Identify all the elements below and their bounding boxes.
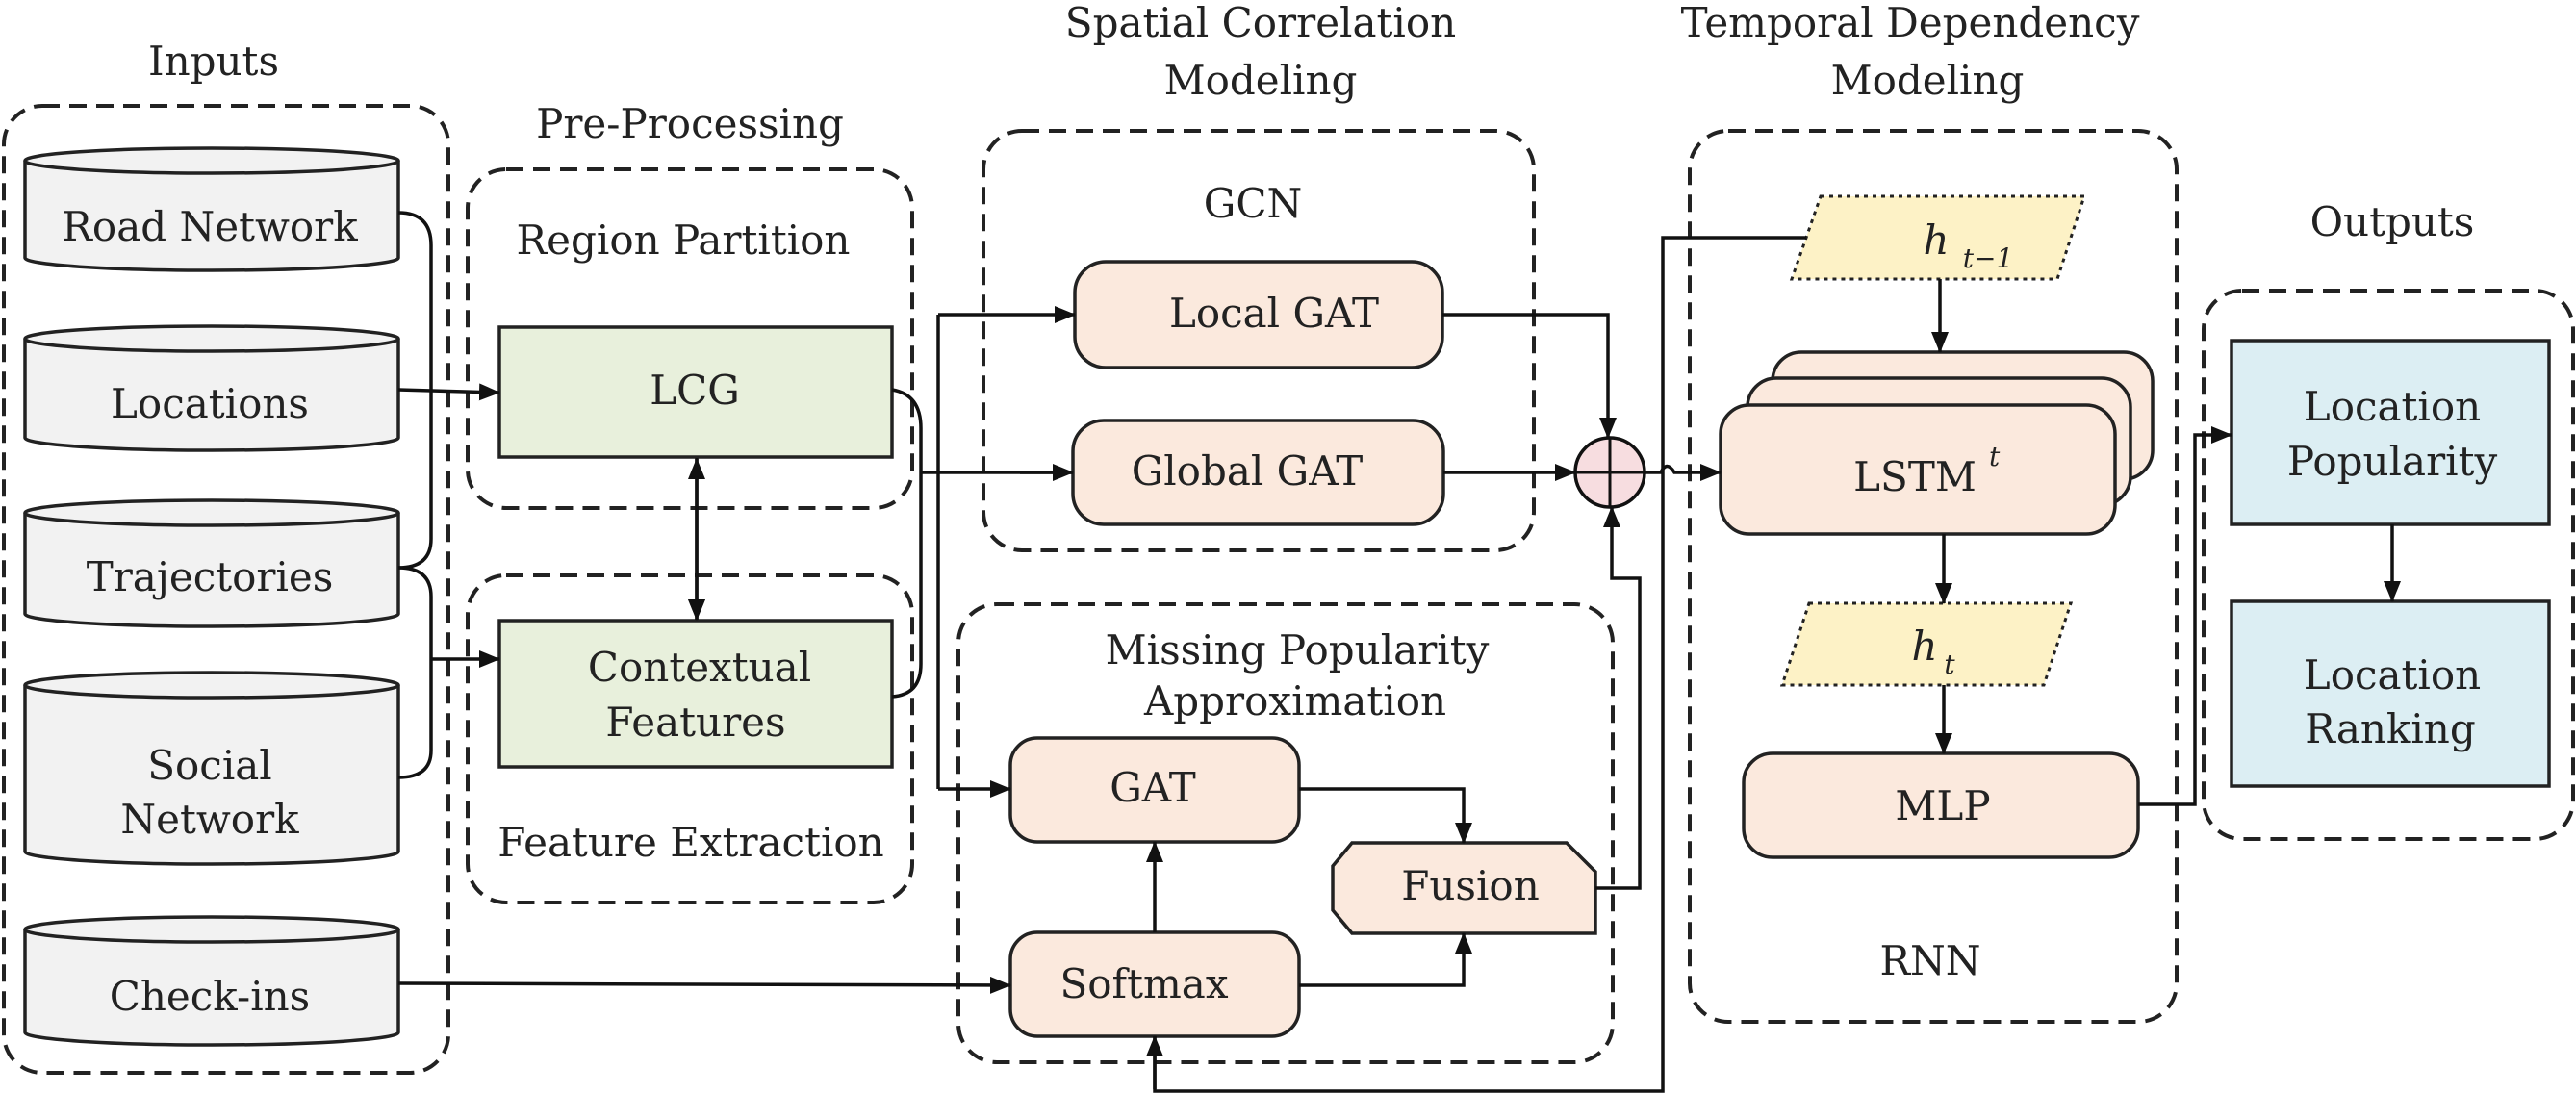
checkins-cylinder: Check-ins [23,915,400,1047]
arrow-softmax-to-fusion [1299,932,1472,987]
trajectories-cylinder: Trajectories [23,498,400,628]
h-t-label: h [1911,623,1937,670]
gcn-container [982,129,1536,552]
feature-extraction-container [466,573,914,904]
arrow-mlp-to-popularity [2138,426,2232,806]
social-network-label-line1: Social [147,742,272,789]
mlp-label: MLP [1895,782,1990,829]
h-t-subscript: t [1944,649,1955,680]
h-prev-label: h [1923,216,1949,264]
location-ranking-line1: Location [2304,651,2481,699]
arrow-fusion-to-sum [1595,506,1642,890]
lstm-label: LSTM [1853,453,1977,500]
location-popularity-box [2230,339,2551,526]
arrow-gat-to-fusion [1299,787,1472,844]
location-popularity-line1: Location [2304,383,2481,430]
road-network-cylinder: Road Network [23,146,400,272]
contextual-features-box [497,619,894,769]
spatial-title-line1: Spatial Correlation [1065,0,1456,46]
location-popularity-line2: Popularity [2287,438,2498,485]
inputs-container [2,104,450,1075]
preprocessing-title: Pre-Processing [536,100,844,147]
fusion-label: Fusion [1401,862,1540,909]
fusion-box [1331,841,1597,935]
lcg-label: LCG [650,367,740,414]
contextual-features-line2: Features [605,699,785,746]
arrow-checkins-to-softmax [397,976,1011,994]
gat-label: GAT [1109,764,1196,811]
region-partition-container [466,167,914,510]
spatial-title-line2: Modeling [1164,57,1358,104]
missing-popularity-line1: Missing Popularity [1106,626,1490,674]
arrow-local-gat-to-sum [1442,313,1617,439]
locations-cylinder: Locations [23,324,400,452]
arrow-sum-to-lstm [1645,464,1722,481]
social-network-label-line2: Network [120,796,299,843]
checkins-label: Check-ins [110,973,311,1020]
locations-label: Locations [111,380,309,427]
outputs-title: Outputs [2310,198,2475,245]
lstm-superscript: t [1989,441,2001,472]
h-prev-subscript: t−1 [1963,242,2014,274]
outputs-container [2202,289,2575,841]
inputs-title: Inputs [148,38,279,85]
sum-node [1573,436,1646,509]
lcg-box [497,325,894,459]
region-partition-label: Region Partition [517,216,851,264]
location-ranking-line2: Ranking [2305,705,2476,752]
h-prev-state: h t−1 [1789,194,2087,281]
gcn-label: GCN [1204,180,1302,227]
location-ranking-box [2230,599,2551,788]
temporal-title-line2: Modeling [1831,57,2025,104]
connector-trajectories-social [397,566,433,779]
feature-extraction-label: Feature Extraction [497,819,883,866]
global-gat-label: Global GAT [1132,447,1364,495]
missing-popularity-line2: Approximation [1143,677,1446,725]
road-network-label: Road Network [62,203,358,250]
contextual-features-line1: Contextual [588,644,811,691]
rnn-container [1688,129,2179,1024]
softmax-label: Softmax [1059,960,1228,1007]
rnn-label: RNN [1879,937,1980,984]
social-network-cylinder: Social Network [23,671,400,866]
arrow-locations-to-lcg [397,383,500,401]
h-t-state: h t [1779,601,2074,687]
temporal-title-line1: Temporal Dependency [1681,0,2140,46]
local-gat-label: Local GAT [1169,290,1379,337]
trajectories-label: Trajectories [87,553,334,600]
connector-lcg-contextual [891,388,923,699]
